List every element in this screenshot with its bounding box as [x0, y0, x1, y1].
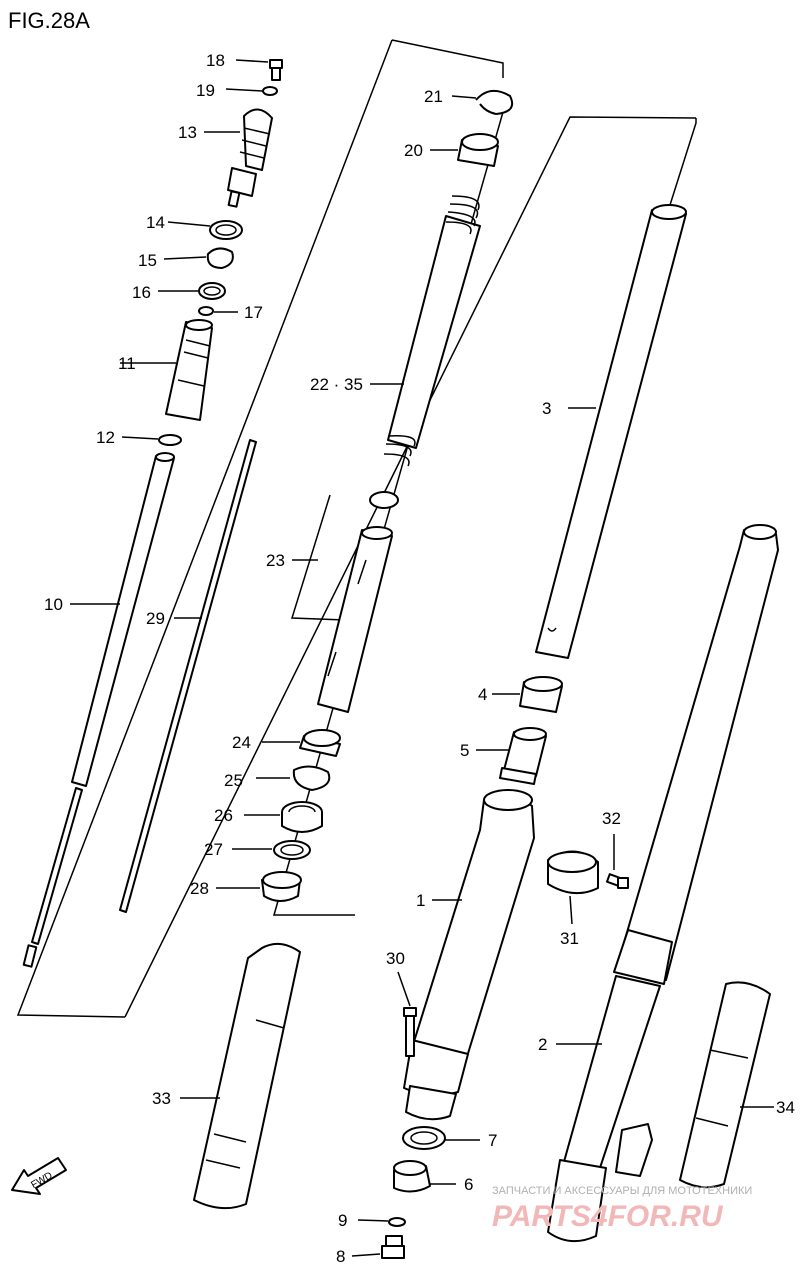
bushing-28: [216, 871, 302, 902]
bushing-4: [492, 676, 563, 713]
label-24: 24: [232, 733, 251, 752]
label-31: 31: [560, 929, 579, 948]
frame-right-top: [669, 118, 697, 206]
ring-17: [198, 306, 238, 316]
inner-tube-3: [535, 204, 687, 659]
label-20: 20: [404, 141, 423, 160]
label-26: 26: [214, 806, 233, 825]
label-11: 11: [118, 354, 136, 373]
drain-bolt-8: [351, 1235, 405, 1259]
rod-29: [119, 439, 257, 913]
label-18: 18: [206, 51, 225, 70]
label-29: 29: [146, 609, 165, 628]
cap-bolt-6: [393, 1160, 456, 1193]
washer-16: [158, 282, 226, 300]
label-19: 19: [196, 81, 215, 100]
washer-27: [232, 840, 311, 860]
oil-seal-24: [262, 729, 341, 757]
label-3: 3: [542, 399, 551, 418]
label-22-35: 22 · 35: [310, 375, 363, 394]
label-27: 27: [204, 840, 223, 859]
label-17: 17: [244, 303, 263, 322]
label-13: 13: [178, 123, 197, 142]
label-34: 34: [776, 1098, 795, 1117]
oring-12: [121, 434, 182, 446]
washer-14: [167, 220, 243, 240]
label-23: 23: [266, 551, 285, 570]
seal-26: [244, 801, 323, 833]
watermark-brand: PARTS4FOR.RU: [492, 1200, 724, 1233]
cylinder-11: [120, 319, 213, 421]
spacer-23: [292, 491, 399, 713]
label-33: 33: [152, 1089, 171, 1108]
bolt-32: [605, 834, 629, 889]
frame-right-outer: [124, 116, 697, 1018]
washer-7: [402, 1126, 480, 1150]
watermark-caption: ЗАПЧАСТИ И АКСЕССУАРЫ ДЛЯ МОТОТЕХНИКИ: [492, 1185, 752, 1197]
label-8: 8: [336, 1247, 345, 1266]
clip-15: [163, 247, 234, 269]
label-4: 4: [478, 685, 487, 704]
spring-22-35: [370, 195, 481, 467]
label-28: 28: [190, 879, 209, 898]
label-16: 16: [132, 283, 151, 302]
washer-9: [357, 1217, 406, 1227]
label-7: 7: [488, 1131, 497, 1150]
cap-20: [430, 133, 499, 167]
label-2: 2: [538, 1035, 547, 1054]
slide-bushing-5: [476, 727, 547, 785]
damper-top-13: [204, 108, 273, 208]
label-15: 15: [138, 251, 157, 270]
fork-guard-33: [180, 942, 301, 1210]
clamp-31: [547, 850, 599, 925]
washer-19: [225, 86, 278, 96]
label-6: 6: [464, 1175, 473, 1194]
label-14: 14: [146, 213, 165, 232]
outer-tube-1: [403, 789, 535, 1121]
retainer-25: [256, 765, 331, 791]
bolt-30: [397, 971, 417, 1057]
fwd-arrow-icon: FWD: [11, 1157, 67, 1195]
fork-guard-34: [679, 981, 774, 1189]
label-10: 10: [44, 595, 63, 614]
label-5: 5: [460, 741, 469, 760]
label-25: 25: [224, 771, 243, 790]
label-30: 30: [386, 949, 405, 968]
outer-tube-2: [547, 524, 779, 1243]
figure-title: FIG.28A: [8, 8, 90, 33]
label-1: 1: [416, 891, 425, 910]
label-21: 21: [424, 87, 443, 106]
frame-left-outer: [16, 39, 393, 1018]
bolt-18: [235, 59, 283, 81]
frame-23-bracket: [290, 494, 346, 621]
frame-left-top: [391, 39, 504, 78]
circlip-21: [451, 89, 514, 115]
label-12: 12: [96, 428, 115, 447]
label-9: 9: [338, 1211, 347, 1230]
damper-rod-10: [22, 452, 175, 968]
label-32: 32: [602, 809, 621, 828]
